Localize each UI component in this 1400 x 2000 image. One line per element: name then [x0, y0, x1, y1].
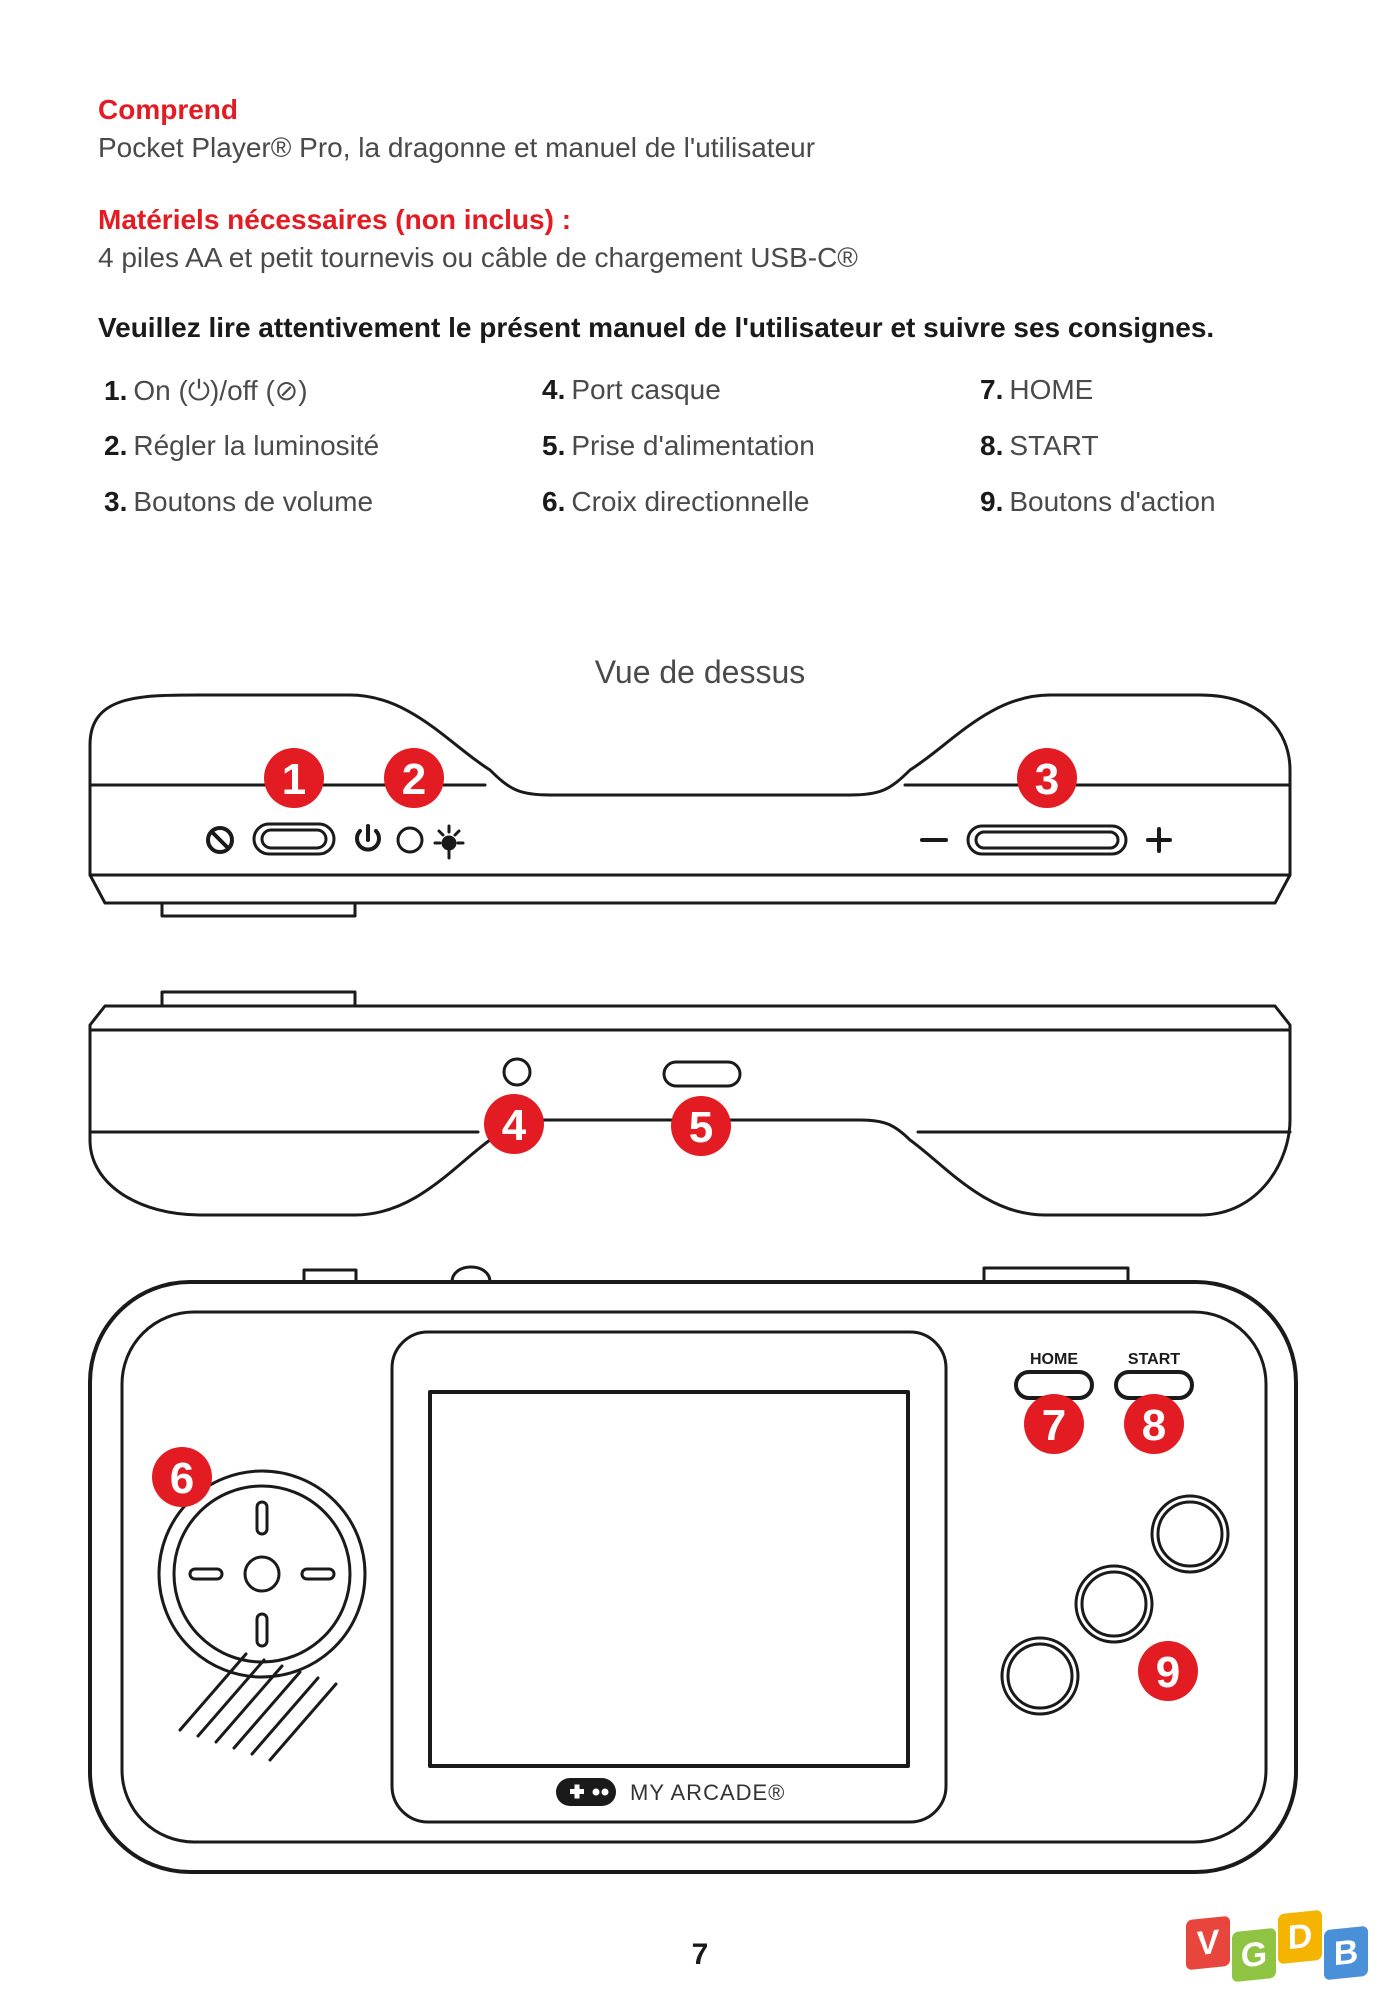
callout-number: 6 [170, 1454, 194, 1503]
brand-name: MY ARCADE® [630, 1780, 785, 1805]
callout-6: 6 [152, 1447, 212, 1507]
part-number: 3. [104, 486, 128, 517]
start-label: START [1128, 1351, 1180, 1368]
callout-4: 4 [484, 1094, 544, 1154]
action-button[interactable] [1000, 1636, 1080, 1716]
part-label: Prise d'alimentation [571, 430, 815, 461]
includes-text: Pocket Player® Pro, la dragonne et manue… [98, 132, 816, 163]
part-number: 1. [104, 375, 128, 406]
callout-number: 9 [1156, 1648, 1180, 1697]
materials-text: 4 piles AA et petit tournevis ou câble d… [98, 242, 858, 273]
plus-icon [1146, 827, 1172, 853]
callout-3: 3 [1017, 748, 1077, 808]
speaker-grille [178, 1652, 338, 1762]
callout-2: 2 [384, 748, 444, 808]
callout-number: 3 [1035, 755, 1059, 804]
callout-7: 7 [1024, 1394, 1084, 1454]
front-view-device [88, 1265, 1298, 1874]
part-number: 5. [542, 430, 566, 461]
part-label: Boutons de volume [133, 486, 374, 517]
part-number: 8. [980, 430, 1004, 461]
brightness-icon [433, 824, 465, 860]
power-icon [355, 824, 381, 852]
part-item: 6.Croix directionnelle [542, 486, 809, 518]
bottom-view-device [88, 990, 1292, 1217]
vgdb-watermark: V G D B [1186, 1906, 1386, 1990]
part-label: Port casque [571, 374, 721, 405]
watermark-letter: V [1186, 1915, 1230, 1971]
watermark-letter: B [1324, 1925, 1368, 1981]
part-number: 7. [980, 374, 1004, 405]
part-label: HOME [1009, 374, 1094, 405]
headphone-port [502, 1057, 532, 1087]
callout-number: 8 [1142, 1401, 1166, 1450]
part-label: On (⏻)/off (⊘) [133, 375, 308, 406]
action-button[interactable] [1150, 1494, 1230, 1574]
materials-heading: Matériels nécessaires (non inclus) : [98, 204, 572, 235]
reading-notice: Veuillez lire attentivement le présent m… [98, 312, 1215, 343]
part-number: 2. [104, 430, 128, 461]
action-button[interactable] [1074, 1564, 1154, 1644]
callout-9: 9 [1138, 1641, 1198, 1701]
watermark-letter: D [1278, 1909, 1322, 1965]
part-item: 1.On (⏻)/off (⊘) [104, 374, 308, 408]
callout-number: 1 [282, 755, 306, 804]
part-item: 9.Boutons d'action [980, 486, 1216, 518]
part-item: 8.START [980, 430, 1099, 462]
part-label: Régler la luminosité [133, 430, 380, 461]
gamepad-logo-icon [556, 1778, 616, 1806]
part-number: 9. [980, 486, 1004, 517]
view-title: Vue de dessus [594, 654, 806, 690]
includes-heading: Comprend [98, 94, 238, 125]
part-item: 7.HOME [980, 374, 1093, 406]
callout-5: 5 [671, 1096, 731, 1156]
part-number: 4. [542, 374, 566, 405]
dpad[interactable] [157, 1469, 367, 1679]
callout-number: 7 [1042, 1401, 1066, 1450]
home-label: HOME [1030, 1351, 1078, 1368]
action-buttons [1000, 1494, 1230, 1716]
part-item: 2.Régler la luminosité [104, 430, 379, 462]
part-item: 3.Boutons de volume [104, 486, 373, 518]
part-item: 5.Prise d'alimentation [542, 430, 815, 462]
callout-8: 8 [1124, 1394, 1184, 1454]
callout-number: 2 [402, 755, 426, 804]
power-port [662, 1060, 742, 1088]
part-label: Boutons d'action [1009, 486, 1216, 517]
part-label: Croix directionnelle [571, 486, 810, 517]
watermark-letter: G [1232, 1927, 1276, 1983]
callout-number: 4 [502, 1101, 527, 1150]
page-number: 7 [691, 1938, 709, 1971]
off-icon [206, 826, 234, 854]
part-label: START [1009, 430, 1099, 461]
part-number: 6. [542, 486, 566, 517]
part-item: 4.Port casque [542, 374, 721, 406]
callout-number: 5 [689, 1103, 713, 1152]
callout-1: 1 [264, 748, 324, 808]
top-view-device [88, 693, 1292, 918]
